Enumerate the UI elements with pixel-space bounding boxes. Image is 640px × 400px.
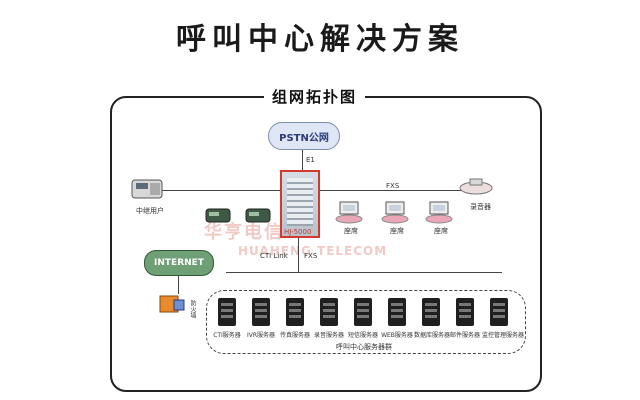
page-title: 呼叫中心解决方案 [176, 22, 464, 57]
pstn-link [302, 148, 303, 170]
pbx-label: HJ-5000 [284, 228, 312, 236]
trunk-user-label: 中继用户 [136, 207, 164, 215]
trunk-phone-icon [131, 179, 163, 199]
recorder-icon [459, 178, 493, 195]
pbx-cabinet [280, 170, 320, 238]
panel-subtitle: 组网拓扑图 [264, 86, 366, 107]
pbx-down-link [298, 236, 299, 272]
internet-link [178, 274, 179, 294]
phone-icon [205, 208, 231, 223]
server-icon [354, 298, 372, 326]
server-label: 录音服务器 [313, 332, 344, 339]
workstation-icon [335, 201, 363, 224]
e1-label: E1 [306, 156, 315, 164]
server-label: IVR服务器 [246, 332, 276, 339]
server-icon [422, 298, 440, 326]
internet-cloud: INTERNET [144, 250, 214, 276]
server-icon [456, 298, 474, 326]
server-label: 传真服务器 [279, 332, 310, 339]
server-icon [286, 298, 304, 326]
firewall-label: 防火墙 [189, 300, 196, 318]
workstation-icon [381, 201, 409, 224]
server-label: CTI服务器 [213, 332, 241, 339]
server-icon [320, 298, 338, 326]
cti-link-label: CTI Link [260, 252, 288, 260]
server-icon [490, 298, 508, 326]
fxs-top-label: FXS [386, 182, 400, 190]
bottom-bus [226, 272, 502, 273]
server-label: 监控管理服务器 [482, 332, 525, 339]
server-icon [388, 298, 406, 326]
watermark-cn: 华亨电信 [204, 222, 284, 243]
seat-label-1: 座席 [344, 227, 358, 235]
seat-label-2: 座席 [390, 227, 404, 235]
phone-icon [245, 208, 271, 223]
server-group-label: 呼叫中心服务器群 [336, 343, 392, 351]
server-label: 短信服务器 [347, 332, 378, 339]
server-group-box [206, 290, 526, 354]
recorder-label: 录音器 [470, 203, 491, 211]
server-label: 邮件服务器 [449, 332, 480, 339]
pstn-cloud: PSTN公网 [268, 122, 340, 150]
workstation-icon [425, 201, 453, 224]
firewall-icon [159, 295, 185, 313]
server-icon [252, 298, 270, 326]
seat-label-3: 座席 [434, 227, 448, 235]
fxs-bottom-label: FXS [304, 252, 318, 260]
server-label: WEB服务器 [381, 332, 413, 339]
server-icon [218, 298, 236, 326]
server-label: 数据库服务器 [414, 332, 451, 339]
watermark-en: HUAHENG TELECOM [238, 244, 388, 258]
